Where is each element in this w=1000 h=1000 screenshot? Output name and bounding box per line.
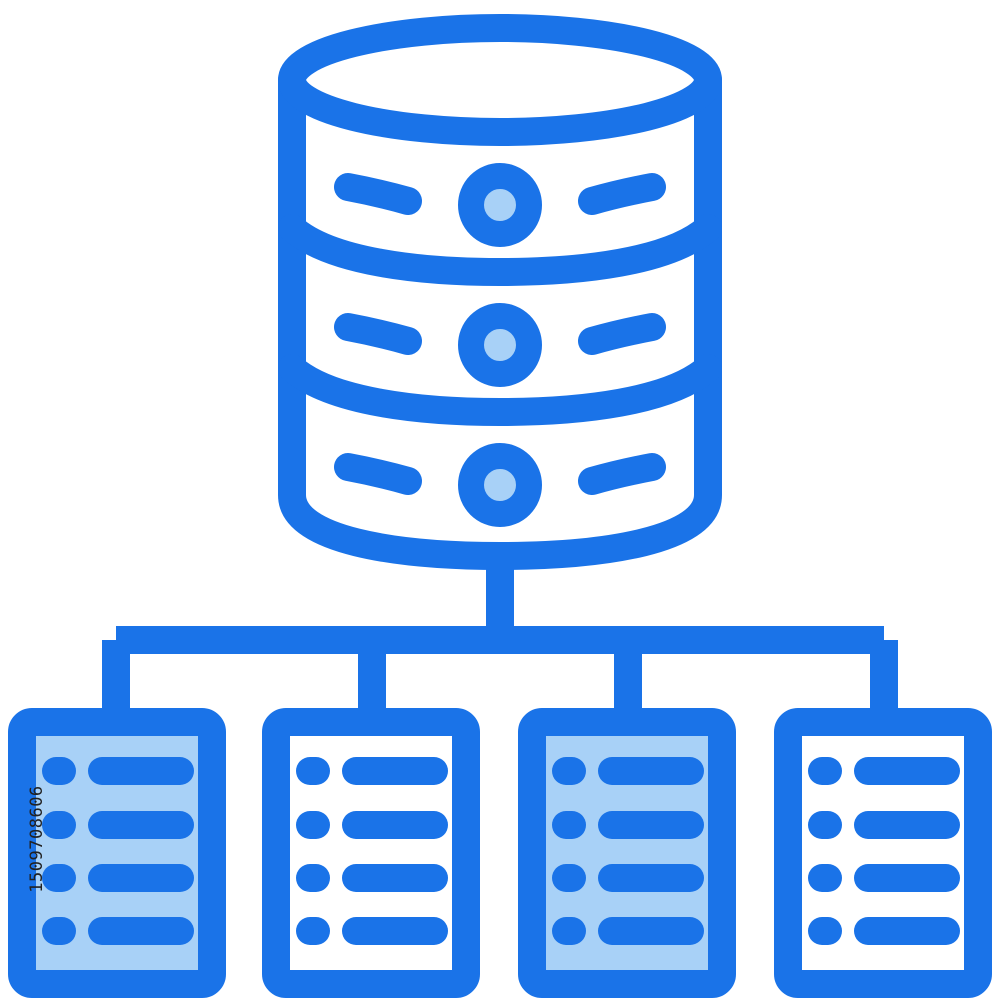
tier-2-left-dash	[334, 313, 422, 355]
tier-1-right-dash	[578, 173, 666, 215]
database-tier-divider-1	[278, 214, 722, 286]
tier-1-indicator-icon	[458, 163, 542, 247]
document-icon-4	[774, 708, 992, 998]
document-icons	[8, 708, 992, 998]
database-tiers	[334, 163, 666, 527]
document-icon-3	[518, 708, 736, 998]
database-top	[278, 14, 722, 146]
tier-1-left-dash	[334, 173, 422, 215]
database-tier-divider-2	[278, 354, 722, 426]
tier-3-left-dash	[334, 453, 422, 495]
stock-id-watermark: 1509708606	[27, 785, 47, 893]
tier-3-right-dash	[578, 453, 666, 495]
network-connectors	[102, 556, 898, 722]
tier-2-right-dash	[578, 313, 666, 355]
tier-3-indicator-icon	[458, 443, 542, 527]
document-icon-2	[262, 708, 480, 998]
document-icon-1	[8, 708, 226, 998]
tier-2-indicator-icon	[458, 303, 542, 387]
